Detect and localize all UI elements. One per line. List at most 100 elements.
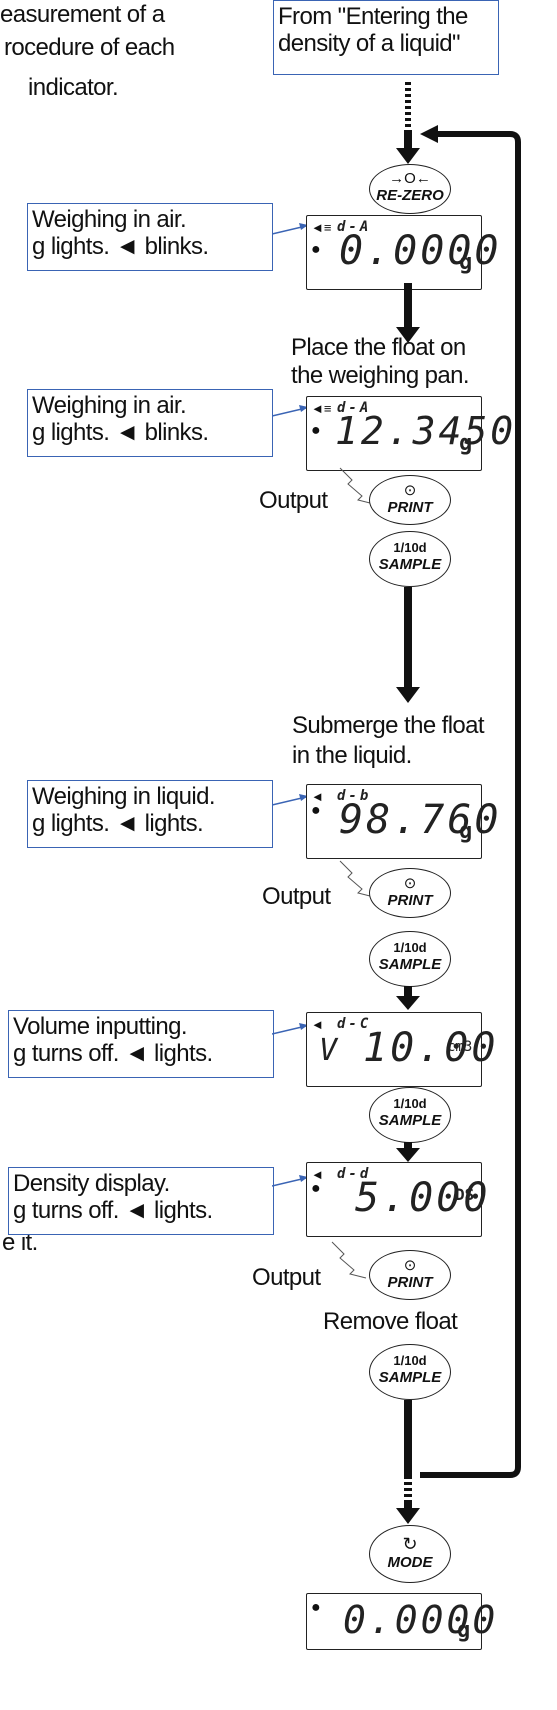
stability-mark-icon: ◄: [311, 1167, 324, 1182]
sample-button[interactable]: 1/10d SAMPLE: [369, 1087, 451, 1143]
from-entering-density-box: From "Entering the density of a liquid": [273, 0, 499, 75]
note-air1-line-1: Weighing in air.: [32, 206, 187, 233]
pointer-arrow-icon: [272, 223, 308, 235]
lcd-display-3: ◄ ● d-b 98.760 g: [306, 784, 499, 859]
print-button[interactable]: ⊙ PRINT: [369, 868, 451, 918]
flow-line: [404, 1400, 412, 1476]
sample-icon: 1/10d: [393, 540, 427, 555]
intro-line-3: indicator.: [28, 74, 119, 101]
print-label: PRINT: [387, 1274, 433, 1291]
flow-line: [404, 587, 412, 689]
dashed-start-line: [405, 82, 411, 130]
mode-icon: ↻: [402, 1534, 418, 1554]
pointer-arrow-icon: [272, 1023, 308, 1035]
rezero-button[interactable]: →O← RE-ZERO: [369, 164, 451, 214]
stability-mark-icon: ◄≡: [311, 220, 332, 235]
output-label: Output: [252, 1264, 321, 1291]
loop-back-arrow: [420, 125, 521, 1478]
print-button[interactable]: ⊙ PRINT: [369, 475, 451, 525]
sample-icon: 1/10d: [393, 940, 427, 955]
sample-button[interactable]: 1/10d SAMPLE: [369, 1344, 451, 1400]
lcd-value: 0.0000: [339, 228, 502, 274]
lcd-mode: d-C: [337, 1016, 372, 1032]
lcd-value: 0.0000: [343, 1598, 499, 1642]
print-icon: ⊙: [403, 875, 417, 892]
pointer-arrow-icon: [272, 794, 308, 806]
submerge-line-2: in the liquid.: [292, 742, 412, 769]
from-box-line-2: density of a liquid": [278, 30, 461, 57]
print-label: PRINT: [387, 499, 433, 516]
lcd-value: 98.760: [339, 797, 502, 843]
output-signal-icon: [339, 860, 375, 898]
from-box-line-1: From "Entering the: [278, 3, 468, 30]
flow-line: [404, 1142, 412, 1150]
lcd-display-5: ◄ ● d-d 5.000 DS: [306, 1162, 487, 1237]
sample-label: SAMPLE: [378, 956, 442, 973]
output-label: Output: [259, 487, 328, 514]
note-weighing-air-2: Weighing in air. g lights. ◄ blinks.: [27, 389, 273, 457]
rezero-label: RE-ZERO: [376, 187, 444, 204]
intro-line-2: rocedure of each: [4, 34, 175, 61]
submerge-line-1: Submerge the float: [292, 712, 485, 739]
zero-mark-icon: ●: [311, 1599, 321, 1616]
lcd-value: 5.000: [355, 1175, 491, 1221]
sample-label: SAMPLE: [378, 1112, 442, 1129]
lcd-display-4: ◄ d-C V 10.00 cm3: [306, 1012, 495, 1087]
mode-button[interactable]: ↻ MODE: [369, 1525, 451, 1583]
lcd-unit: g: [457, 1618, 474, 1643]
note-air1-line-2: g lights. ◄ blinks.: [32, 233, 209, 260]
place-float-line-2: the weighing pan.: [291, 362, 470, 389]
sample-icon: 1/10d: [393, 1353, 427, 1368]
zero-mark-icon: ●: [311, 422, 321, 439]
sample-button[interactable]: 1/10d SAMPLE: [369, 531, 451, 587]
lcd-unit: g: [459, 431, 476, 456]
zero-mark-icon: ●: [311, 1180, 321, 1197]
print-button[interactable]: ⊙ PRINT: [369, 1250, 451, 1300]
lcd-display-2: ◄≡ ● d-A 12.3450 g: [306, 396, 513, 471]
note-density-display: Density display. g turns off. ◄ lights.: [8, 1167, 274, 1235]
output-label: Output: [262, 883, 331, 910]
arrow-down-icon: [396, 148, 420, 164]
lcd-unit: DS: [455, 1185, 475, 1204]
pointer-arrow-icon: [272, 1175, 308, 1187]
sample-label: SAMPLE: [378, 1369, 442, 1386]
note-weighing-air-1: Weighing in air. g lights. ◄ blinks.: [27, 203, 273, 271]
lcd-unit: g: [459, 819, 476, 844]
sample-label: SAMPLE: [378, 556, 442, 573]
place-float-line-1: Place the float on: [291, 334, 466, 361]
arrow-down-icon: [396, 1508, 420, 1524]
flow-line: [404, 1502, 412, 1510]
note-density-line-2: g turns off. ◄ lights.: [13, 1197, 213, 1224]
output-signal-icon: [339, 467, 375, 505]
note-liquid-line-1: Weighing in liquid.: [32, 783, 216, 810]
lcd-mode: d-d: [337, 1166, 372, 1182]
arrow-down-icon: [396, 687, 420, 703]
start-arrow-shaft: [404, 130, 412, 150]
stability-mark-icon: ◄: [311, 789, 324, 804]
note-volume-inputting: Volume inputting. g turns off. ◄ lights.: [8, 1010, 274, 1078]
sample-button[interactable]: 1/10d SAMPLE: [369, 931, 451, 987]
stability-mark-icon: ◄: [311, 1017, 324, 1032]
lcd-display-1: ◄≡ ● d-A 0.0000 g: [306, 215, 499, 290]
arrow-down-icon: [396, 327, 420, 343]
note-density-line-1: Density display.: [13, 1170, 170, 1197]
remove-float-label: Remove float: [323, 1308, 458, 1335]
dashed-line: [404, 1476, 412, 1502]
lcd-unit: cm3: [447, 1039, 473, 1055]
flow-line: [404, 283, 412, 329]
mode-label: MODE: [387, 1554, 433, 1571]
rezero-icon: →O←: [389, 170, 431, 187]
arrow-down-icon: [396, 996, 420, 1010]
output-signal-icon: [331, 1241, 367, 1279]
zero-mark-icon: ●: [311, 241, 321, 258]
sample-icon: 1/10d: [393, 1096, 427, 1111]
note-volume-line-1: Volume inputting.: [13, 1013, 188, 1040]
lcd-value: 10.00: [363, 1025, 499, 1071]
lcd-mode: d-A: [337, 400, 372, 416]
note-liquid-line-2: g lights. ◄ lights.: [32, 810, 204, 837]
lcd-prefix: V: [319, 1033, 341, 1068]
print-icon: ⊙: [403, 482, 417, 499]
intro-line-1: easurement of a: [0, 1, 165, 28]
lcd-unit: g: [459, 250, 476, 275]
print-icon: ⊙: [403, 1257, 417, 1274]
